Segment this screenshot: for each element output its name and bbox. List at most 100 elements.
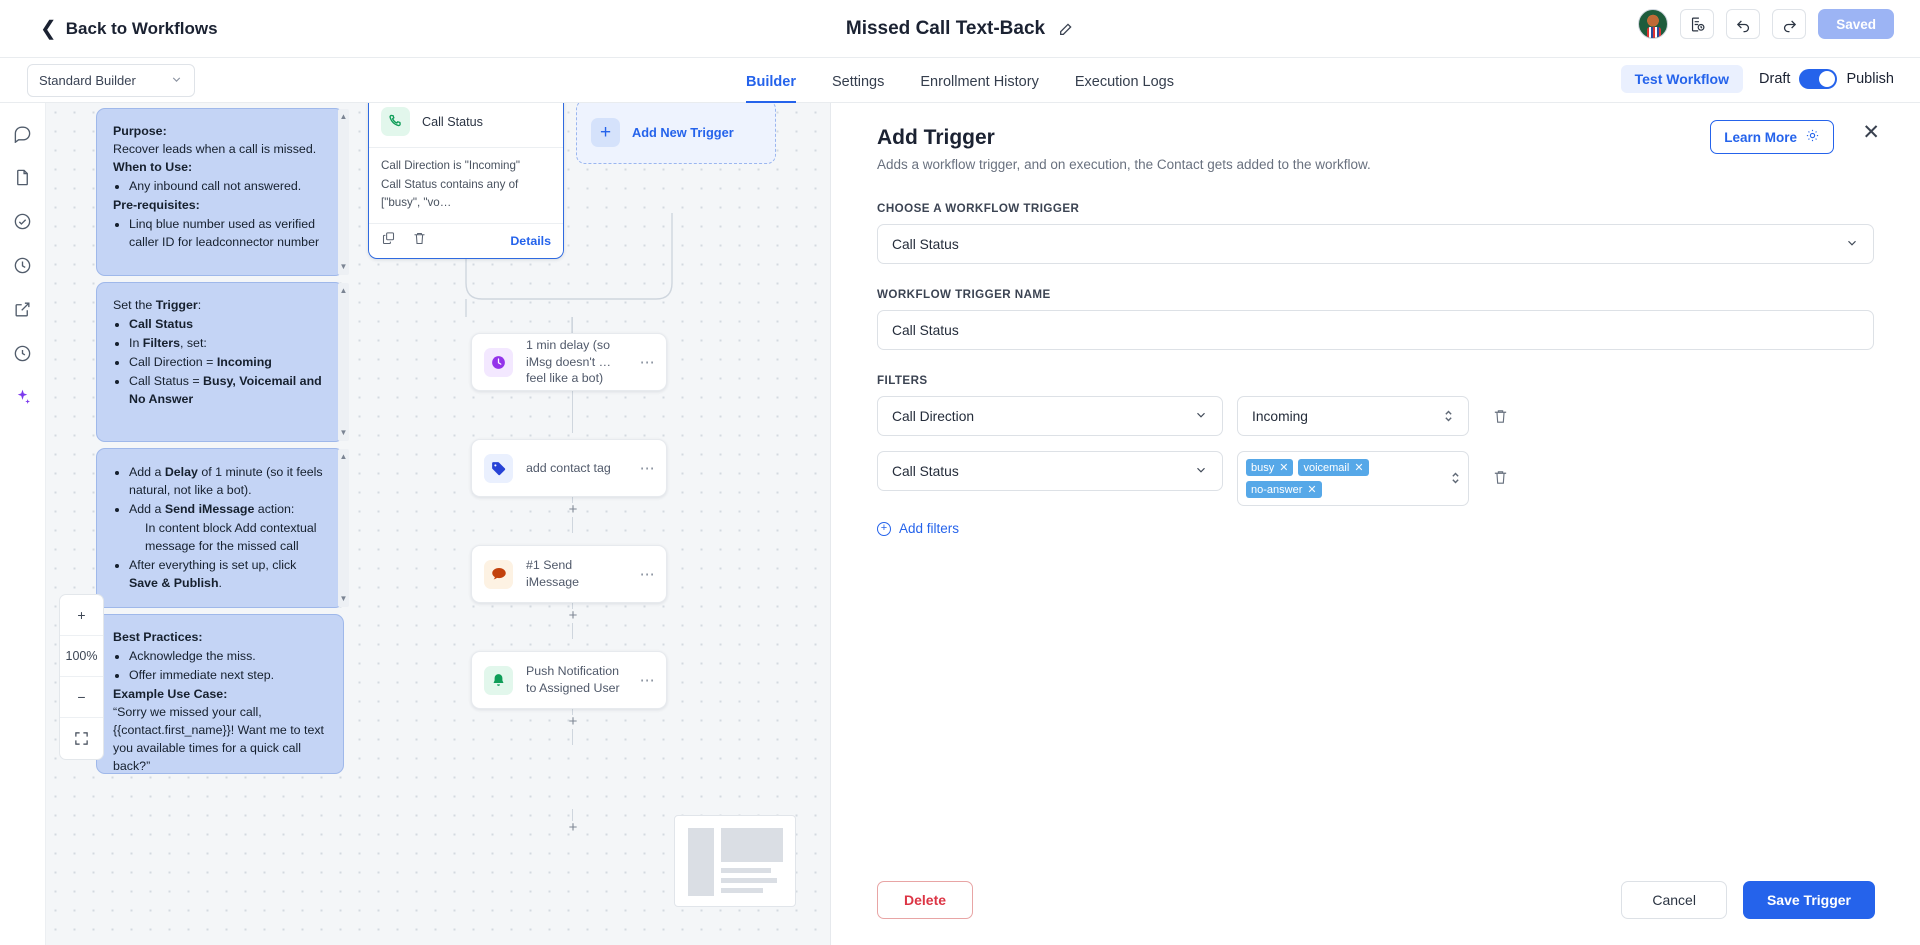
panel-footer: Delete Cancel Save Trigger <box>831 855 1920 945</box>
cancel-button[interactable]: Cancel <box>1621 881 1727 919</box>
note-card-purpose[interactable]: Purpose: Recover leads when a call is mi… <box>96 108 349 276</box>
chevron-down-icon <box>1194 408 1208 425</box>
filter-tag-label: voicemail <box>1303 461 1350 474</box>
flow-node-push-notification[interactable]: Push Notification to Assigned User ⋯ <box>471 651 667 709</box>
filter-field-select[interactable]: Call Status <box>877 451 1223 491</box>
minimap-block <box>688 828 714 896</box>
workflow-canvas[interactable]: Purpose: Recover leads when a call is mi… <box>46 103 830 945</box>
note-card-trigger[interactable]: Set the Trigger: Call Status In Filters,… <box>96 282 349 442</box>
copy-icon[interactable] <box>381 231 396 251</box>
flow-node-label: 1 min delay (so iMsg doesn't … feel like… <box>526 337 612 386</box>
panel-body: CHOOSE A WORKFLOW TRIGGER Call Status WO… <box>831 172 1920 536</box>
history-icon[interactable] <box>9 251 37 279</box>
filter-value-input[interactable]: Incoming <box>1237 396 1469 436</box>
note-scrollbar[interactable]: ▲▼ <box>338 283 349 441</box>
left-icon-rail <box>0 103 46 945</box>
note-text-example: “Sorry we missed your call, {{contact.fi… <box>113 704 324 773</box>
note-scrollbar[interactable]: ▲▼ <box>338 109 349 275</box>
remove-tag-icon[interactable]: ✕ <box>1279 462 1289 474</box>
fit-to-screen-button[interactable] <box>60 718 103 759</box>
zoom-in-button[interactable]: + <box>60 595 103 636</box>
tab-settings[interactable]: Settings <box>831 74 885 90</box>
remove-tag-icon[interactable]: ✕ <box>1354 462 1364 474</box>
add-step-button[interactable]: + <box>568 713 578 730</box>
undo-button[interactable] <box>1726 9 1761 39</box>
choose-trigger-label: CHOOSE A WORKFLOW TRIGGER <box>877 202 1080 215</box>
stepper-icon[interactable] <box>1450 470 1461 491</box>
zoom-out-button[interactable]: − <box>60 677 103 718</box>
flow-node-add-contact-tag[interactable]: add contact tag ⋯ <box>471 439 667 497</box>
delete-filter-icon[interactable] <box>1483 396 1517 436</box>
remove-tag-icon[interactable]: ✕ <box>1307 484 1317 496</box>
clock-icon <box>484 347 513 377</box>
node-menu-icon[interactable]: ⋯ <box>639 354 656 371</box>
add-new-trigger-label: Add New Trigger <box>632 124 734 140</box>
node-menu-icon[interactable]: ⋯ <box>639 460 656 477</box>
filter-field-select[interactable]: Call Direction <box>877 396 1223 436</box>
builder-mode-select[interactable]: Standard Builder <box>27 64 195 97</box>
comment-icon[interactable] <box>9 119 37 147</box>
document-icon[interactable] <box>9 163 37 191</box>
minimap-block <box>721 828 783 862</box>
edit-pencil-icon[interactable] <box>1058 21 1074 37</box>
choose-trigger-select[interactable]: Call Status <box>877 224 1874 264</box>
execution-logs-icon-button[interactable] <box>1680 9 1715 39</box>
add-filters-button[interactable]: + Add filters <box>877 521 1874 536</box>
workflow-title-wrap: Missed Call Text-Back <box>0 0 1920 58</box>
avatar[interactable] <box>1638 9 1669 39</box>
add-step-button[interactable]: + <box>568 501 578 518</box>
connector-line <box>572 367 574 433</box>
tab-builder[interactable]: Builder <box>746 74 796 103</box>
trigger-condition-1: Call Direction is "Incoming" <box>381 159 521 172</box>
trigger-node-header: Call Status <box>369 103 563 147</box>
external-link-icon[interactable] <box>9 295 37 323</box>
clock-icon[interactable] <box>9 339 37 367</box>
add-step-button[interactable]: + <box>568 607 578 624</box>
save-trigger-button[interactable]: Save Trigger <box>1742 881 1875 919</box>
tab-bar: Standard Builder Builder Settings Enroll… <box>0 58 1920 103</box>
redo-button[interactable] <box>1772 9 1807 39</box>
top-bar-actions: Saved <box>1638 9 1894 39</box>
trash-icon[interactable] <box>412 231 427 251</box>
trigger-node-call-status[interactable]: Call Status Call Direction is "Incoming"… <box>368 103 564 259</box>
filter-tag[interactable]: voicemail ✕ <box>1298 459 1369 476</box>
add-new-trigger-button[interactable]: + Add New Trigger <box>576 103 776 164</box>
note-card-best-practices[interactable]: Best Practices: Acknowledge the miss. Of… <box>96 614 344 774</box>
flow-node-delay[interactable]: 1 min delay (so iMsg doesn't … feel like… <box>471 333 667 391</box>
learn-more-button[interactable]: Learn More <box>1710 120 1834 154</box>
filter-tags-input[interactable]: busy ✕ voicemail ✕ no-answer ✕ <box>1237 451 1469 506</box>
check-circle-icon[interactable] <box>9 207 37 235</box>
add-step-button[interactable]: + <box>568 819 578 836</box>
back-to-workflows-link[interactable]: ❮ Back to Workflows <box>40 19 218 39</box>
publish-toggle[interactable] <box>1799 69 1838 89</box>
tab-execution-logs[interactable]: Execution Logs <box>1074 74 1174 90</box>
test-workflow-button[interactable]: Test Workflow <box>1620 65 1744 93</box>
stepper-icon[interactable] <box>1443 408 1454 424</box>
tab-enrollment-history[interactable]: Enrollment History <box>920 74 1039 90</box>
delete-filter-icon[interactable] <box>1483 451 1517 503</box>
node-menu-icon[interactable]: ⋯ <box>639 566 656 583</box>
filter-row: Call Direction Incoming <box>877 396 1874 436</box>
filter-tag-label: no-answer <box>1251 483 1303 496</box>
filters-label: FILTERS <box>877 374 928 387</box>
close-icon[interactable]: ✕ <box>1862 121 1880 144</box>
trigger-name-value: Call Status <box>892 322 959 338</box>
ai-sparkle-icon[interactable] <box>9 383 37 411</box>
trigger-details-link[interactable]: Details <box>510 233 551 248</box>
filter-tag[interactable]: no-answer ✕ <box>1246 481 1322 498</box>
plus-circle-icon: + <box>877 521 891 536</box>
saved-status-button[interactable]: Saved <box>1818 9 1894 39</box>
canvas-minimap[interactable] <box>674 815 796 907</box>
trigger-name-input[interactable]: Call Status <box>877 310 1874 350</box>
chevron-down-icon <box>1845 236 1859 253</box>
flow-node-send-imessage[interactable]: #1 Send iMessage ⋯ <box>471 545 667 603</box>
node-menu-icon[interactable]: ⋯ <box>639 672 656 689</box>
filter-tag[interactable]: busy ✕ <box>1246 459 1294 476</box>
delete-button[interactable]: Delete <box>877 881 974 919</box>
note-card-actions[interactable]: Add a Delay of 1 minute (so it feels nat… <box>96 448 349 608</box>
note-scrollbar[interactable]: ▲▼ <box>338 449 349 607</box>
draft-label: Draft <box>1759 71 1791 87</box>
top-bar: ❮ Back to Workflows Missed Call Text-Bac… <box>0 0 1920 58</box>
bell-icon <box>484 665 513 695</box>
note-bullet: Offer immediate next step. <box>129 667 327 685</box>
